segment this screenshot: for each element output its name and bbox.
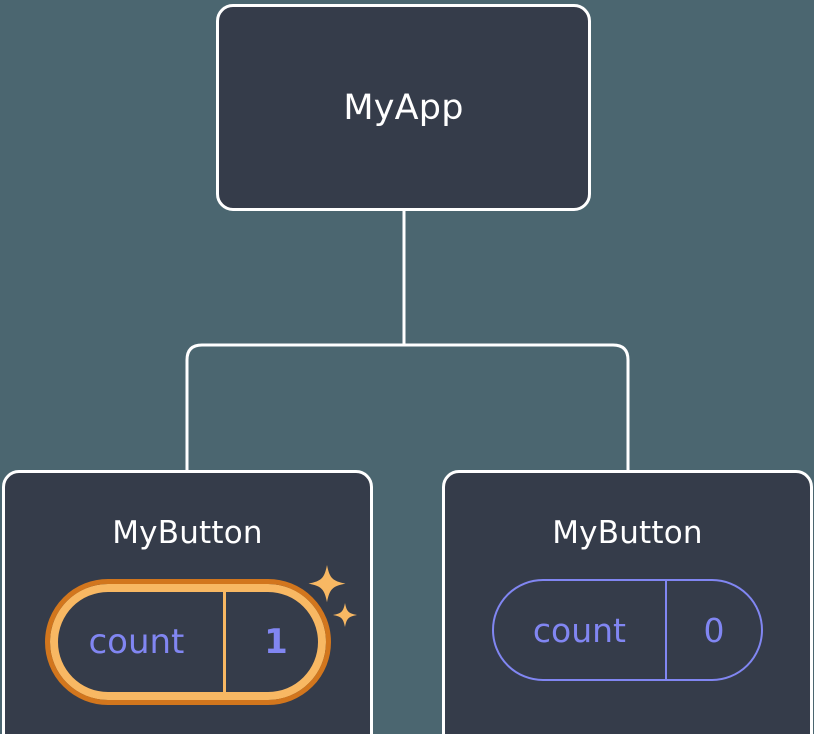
state-badge-wrap-1: count 1 (44, 565, 357, 705)
component-node-mybutton-2[interactable]: MyButton count 0 (442, 470, 813, 734)
state-badge-wrap-2: count 0 (492, 579, 763, 681)
component-node-mybutton-1-label: MyButton (112, 515, 263, 551)
connector-children-bus (185, 343, 630, 470)
state-key-2: count (532, 610, 626, 650)
state-badge-highlighted[interactable]: count 1 (44, 579, 331, 705)
state-badge-plain[interactable]: count 0 (492, 579, 763, 681)
state-key-1: count (88, 622, 185, 662)
component-node-mybutton-1[interactable]: MyButton count 1 (2, 470, 373, 734)
component-node-mybutton-2-label: MyButton (552, 515, 703, 551)
state-value-2: 0 (664, 581, 761, 679)
component-node-root-label: MyApp (343, 87, 464, 128)
state-value-1: 1 (223, 584, 325, 700)
component-node-root[interactable]: MyApp (216, 4, 591, 211)
